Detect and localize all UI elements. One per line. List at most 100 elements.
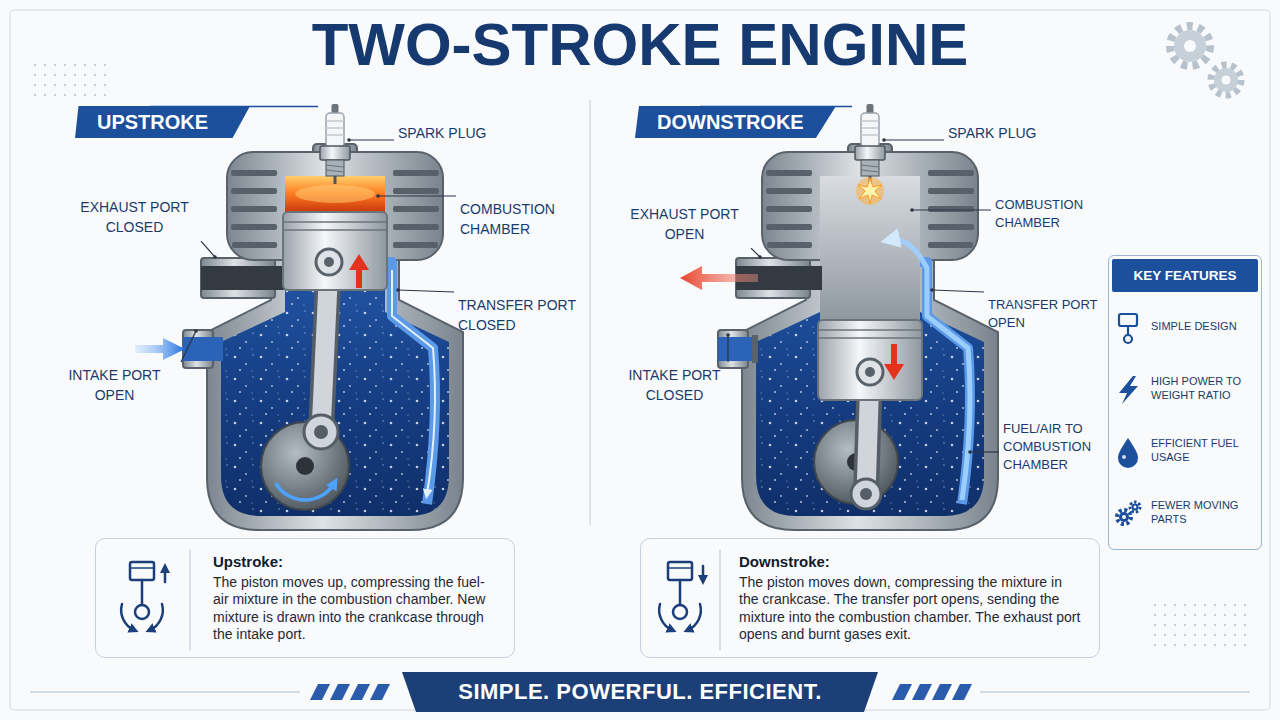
stroke-icon — [150, 604, 163, 630]
feature-icon — [1119, 376, 1138, 404]
page-frame — [1150, 600, 1250, 650]
leader-dot — [347, 138, 351, 142]
stroke-icon — [121, 550, 190, 650]
description-text: The piston moves up, compressing the fue… — [213, 574, 500, 644]
stroke-icon — [130, 567, 154, 569]
gear-decoration — [1211, 65, 1241, 95]
feature-icon — [1132, 504, 1139, 511]
label-anchor: FUEL/AIR TO COMBUSTION CHAMBER — [1003, 420, 1105, 475]
feature-text: SIMPLE DESIGN — [1151, 295, 1255, 357]
caption-band — [370, 684, 390, 700]
label-anchor: TRANSFER PORT CLOSED — [458, 296, 583, 335]
leader-line — [727, 335, 728, 362]
downstroke-engine — [860, 488, 872, 500]
part-label: EXHAUST PORT OPEN — [622, 205, 747, 244]
stroke-icon — [668, 562, 692, 580]
page-frame — [30, 58, 110, 98]
feature-icon — [1124, 335, 1132, 343]
gear-decoration — [1170, 26, 1241, 95]
leader-line — [970, 451, 999, 452]
upstroke-engine — [314, 425, 328, 439]
feature-icon — [1122, 515, 1126, 519]
upstroke-engine — [349, 254, 369, 288]
feature-icon — [1127, 326, 1129, 335]
gear-decoration — [1184, 40, 1196, 52]
section-band: DOWNSTROKE — [635, 106, 836, 138]
section-band: UPSTROKE — [75, 106, 250, 138]
leader-dot — [968, 450, 972, 454]
label-anchor: SPARK PLUG — [948, 124, 1058, 144]
leader-dot — [396, 288, 400, 292]
page-frame — [589, 100, 591, 525]
leader-dot — [213, 255, 217, 259]
upstroke-engine — [135, 104, 463, 530]
caption-band — [952, 684, 972, 700]
part-label: TRANSFER PORT CLOSED — [458, 296, 583, 335]
leader-line — [181, 331, 196, 362]
feature-text: HIGH POWER TO WEIGHT RATIO — [1151, 357, 1255, 419]
caption-band — [980, 691, 1250, 693]
upstroke-engine — [295, 185, 375, 203]
upstroke-engine — [316, 249, 342, 275]
description-box: Upstroke:The piston moves up, compressin… — [95, 538, 515, 658]
downstroke-engine — [884, 344, 904, 380]
label-anchor: EXHAUST PORT CLOSED — [72, 198, 197, 237]
label-anchor: EXHAUST PORT OPEN — [622, 205, 747, 244]
feature-icon — [1119, 314, 1137, 326]
part-label: EXHAUST PORT CLOSED — [72, 198, 197, 237]
stroke-icon — [688, 604, 701, 630]
features-panel: KEY FEATURESSIMPLE DESIGNHIGH POWER TO W… — [1108, 255, 1262, 550]
page-frame — [10, 10, 1270, 710]
leader-dot — [726, 333, 730, 337]
stroke-icon — [141, 580, 144, 605]
stroke-icon — [135, 605, 149, 619]
downstroke-engine — [890, 240, 970, 500]
leader-line — [349, 139, 394, 140]
section-heading: DOWNSTROKE — [635, 106, 804, 138]
caption-banner: SIMPLE. POWERFUL. EFFICIENT. — [400, 672, 880, 712]
stroke-icon — [673, 605, 687, 619]
page-title: TWO-STROKE ENGINE — [0, 12, 1280, 78]
downstroke-engine — [820, 176, 920, 320]
section-heading: UPSTROKE — [75, 106, 208, 138]
leader-dot — [910, 208, 914, 212]
leader-line — [751, 248, 760, 257]
description-text: The piston moves down, compressing the m… — [739, 574, 1085, 644]
part-label: INTAKE PORT OPEN — [52, 366, 177, 405]
caption-band — [350, 684, 370, 700]
downstroke-engine — [680, 104, 998, 530]
leader-dot — [758, 255, 762, 259]
part-label: FUEL/AIR TO COMBUSTION CHAMBER — [1003, 420, 1105, 475]
stroke-icon — [164, 568, 167, 582]
feature-icon — [1118, 438, 1138, 468]
downstroke-engine — [865, 367, 875, 377]
feature-icon — [1119, 376, 1138, 404]
description-heading: Upstroke: — [213, 552, 500, 572]
leader-dot — [930, 288, 934, 292]
feature-icon — [1117, 510, 1131, 524]
downstroke-engine — [857, 359, 883, 385]
gear-decoration — [1170, 26, 1210, 66]
upstroke-engine — [283, 221, 387, 223]
part-label: INTAKE PORT CLOSED — [612, 366, 737, 405]
label-anchor: COMBUSTION CHAMBER — [995, 196, 1105, 232]
feature-icon — [1119, 512, 1129, 522]
upstroke-engine — [296, 457, 314, 475]
leader-dot — [376, 194, 380, 198]
caption-anchor: SIMPLE. POWERFUL. EFFICIENT. — [400, 672, 880, 712]
stroke-icon — [189, 550, 191, 650]
band-shape — [75, 106, 250, 138]
stroke-icon — [121, 604, 134, 630]
gear-decoration — [1174, 30, 1206, 62]
stroke-icon — [659, 550, 720, 650]
panel-heading: KEY FEATURES — [1112, 259, 1258, 292]
upstroke-engine — [304, 415, 338, 449]
feature-icon — [1122, 455, 1126, 459]
leader-line — [912, 209, 991, 210]
description-heading: Downstroke: — [739, 552, 1085, 572]
label-anchor: SPARK PLUG — [398, 124, 508, 144]
feature-text: FEWER MOVING PARTS — [1151, 481, 1255, 543]
stroke-icon — [719, 550, 721, 650]
title-anchor: TWO-STROKE ENGINE — [0, 12, 1280, 78]
part-label: COMBUSTION CHAMBER — [995, 196, 1105, 232]
